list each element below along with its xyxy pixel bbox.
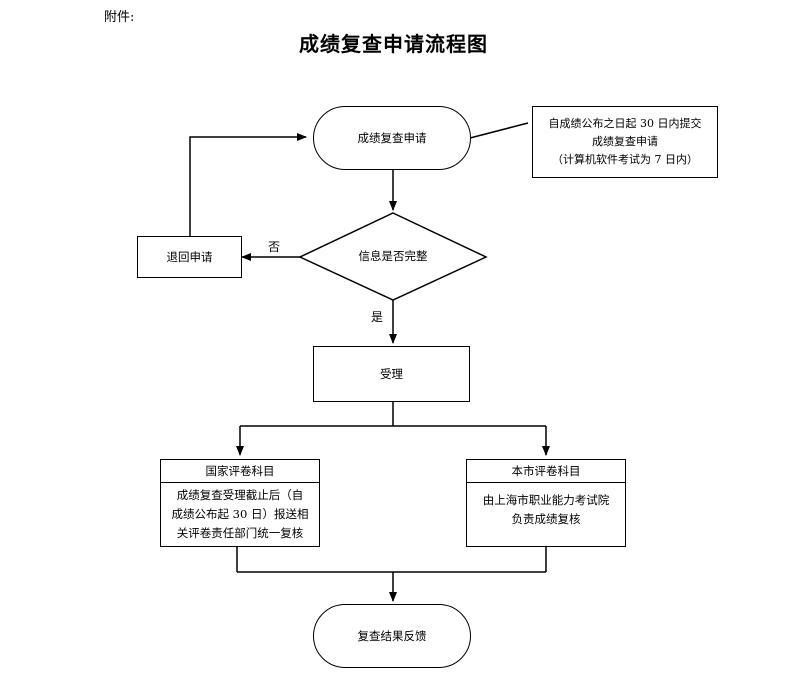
note-line-1: 自成绩公布之日起 30 日内提交 (548, 117, 702, 130)
national-line-2: 成绩公布起 30 日）报送相 (171, 507, 309, 521)
node-local: 本市评卷科目 由上海市职业能力考试院 负责成绩复核 (466, 459, 626, 547)
national-line-3: 关评卷责任部门统一复核 (176, 526, 304, 540)
node-accept-label: 受理 (380, 366, 403, 381)
national-line-1: 成绩复查受理截止后（自 (176, 488, 304, 502)
node-decision-label: 信息是否完整 (358, 249, 428, 263)
node-return-label: 退回申请 (166, 249, 213, 264)
note-line-3: （计算机软件考试为 7 日内） (552, 153, 698, 166)
local-line-1: 由上海市职业能力考试院 (482, 493, 610, 507)
edge-label-yes: 是 (371, 310, 384, 324)
arrow-return-to-apply (189, 133, 307, 236)
node-local-title: 本市评卷科目 (467, 460, 625, 483)
node-accept: 受理 (313, 346, 470, 402)
page-title: 成绩复查申请流程图 (299, 32, 488, 56)
edge-label-no: 否 (268, 240, 281, 254)
attachment-label: 附件: (104, 10, 135, 25)
node-apply: 成绩复查申请 (313, 106, 471, 170)
node-result-label: 复查结果反馈 (357, 628, 427, 643)
node-national: 国家评卷科目 成绩复查受理截止后（自 成绩公布起 30 日）报送相 关评卷责任部… (160, 459, 320, 547)
node-return: 退回申请 (137, 236, 242, 278)
local-line-2: 负责成绩复核 (511, 512, 581, 526)
node-national-title: 国家评卷科目 (161, 460, 319, 483)
note-line-2: 成绩复查申请 (592, 135, 658, 148)
note-connector (469, 122, 529, 139)
node-national-body: 成绩复查受理截止后（自 成绩公布起 30 日）报送相 关评卷责任部门统一复核 (161, 483, 319, 546)
node-note: 自成绩公布之日起 30 日内提交 成绩复查申请 （计算机软件考试为 7 日内） (532, 106, 718, 178)
decision-diamond (298, 212, 488, 301)
node-local-body: 由上海市职业能力考试院 负责成绩复核 (467, 483, 625, 532)
node-result: 复查结果反馈 (313, 604, 471, 668)
node-apply-label: 成绩复查申请 (357, 130, 427, 145)
